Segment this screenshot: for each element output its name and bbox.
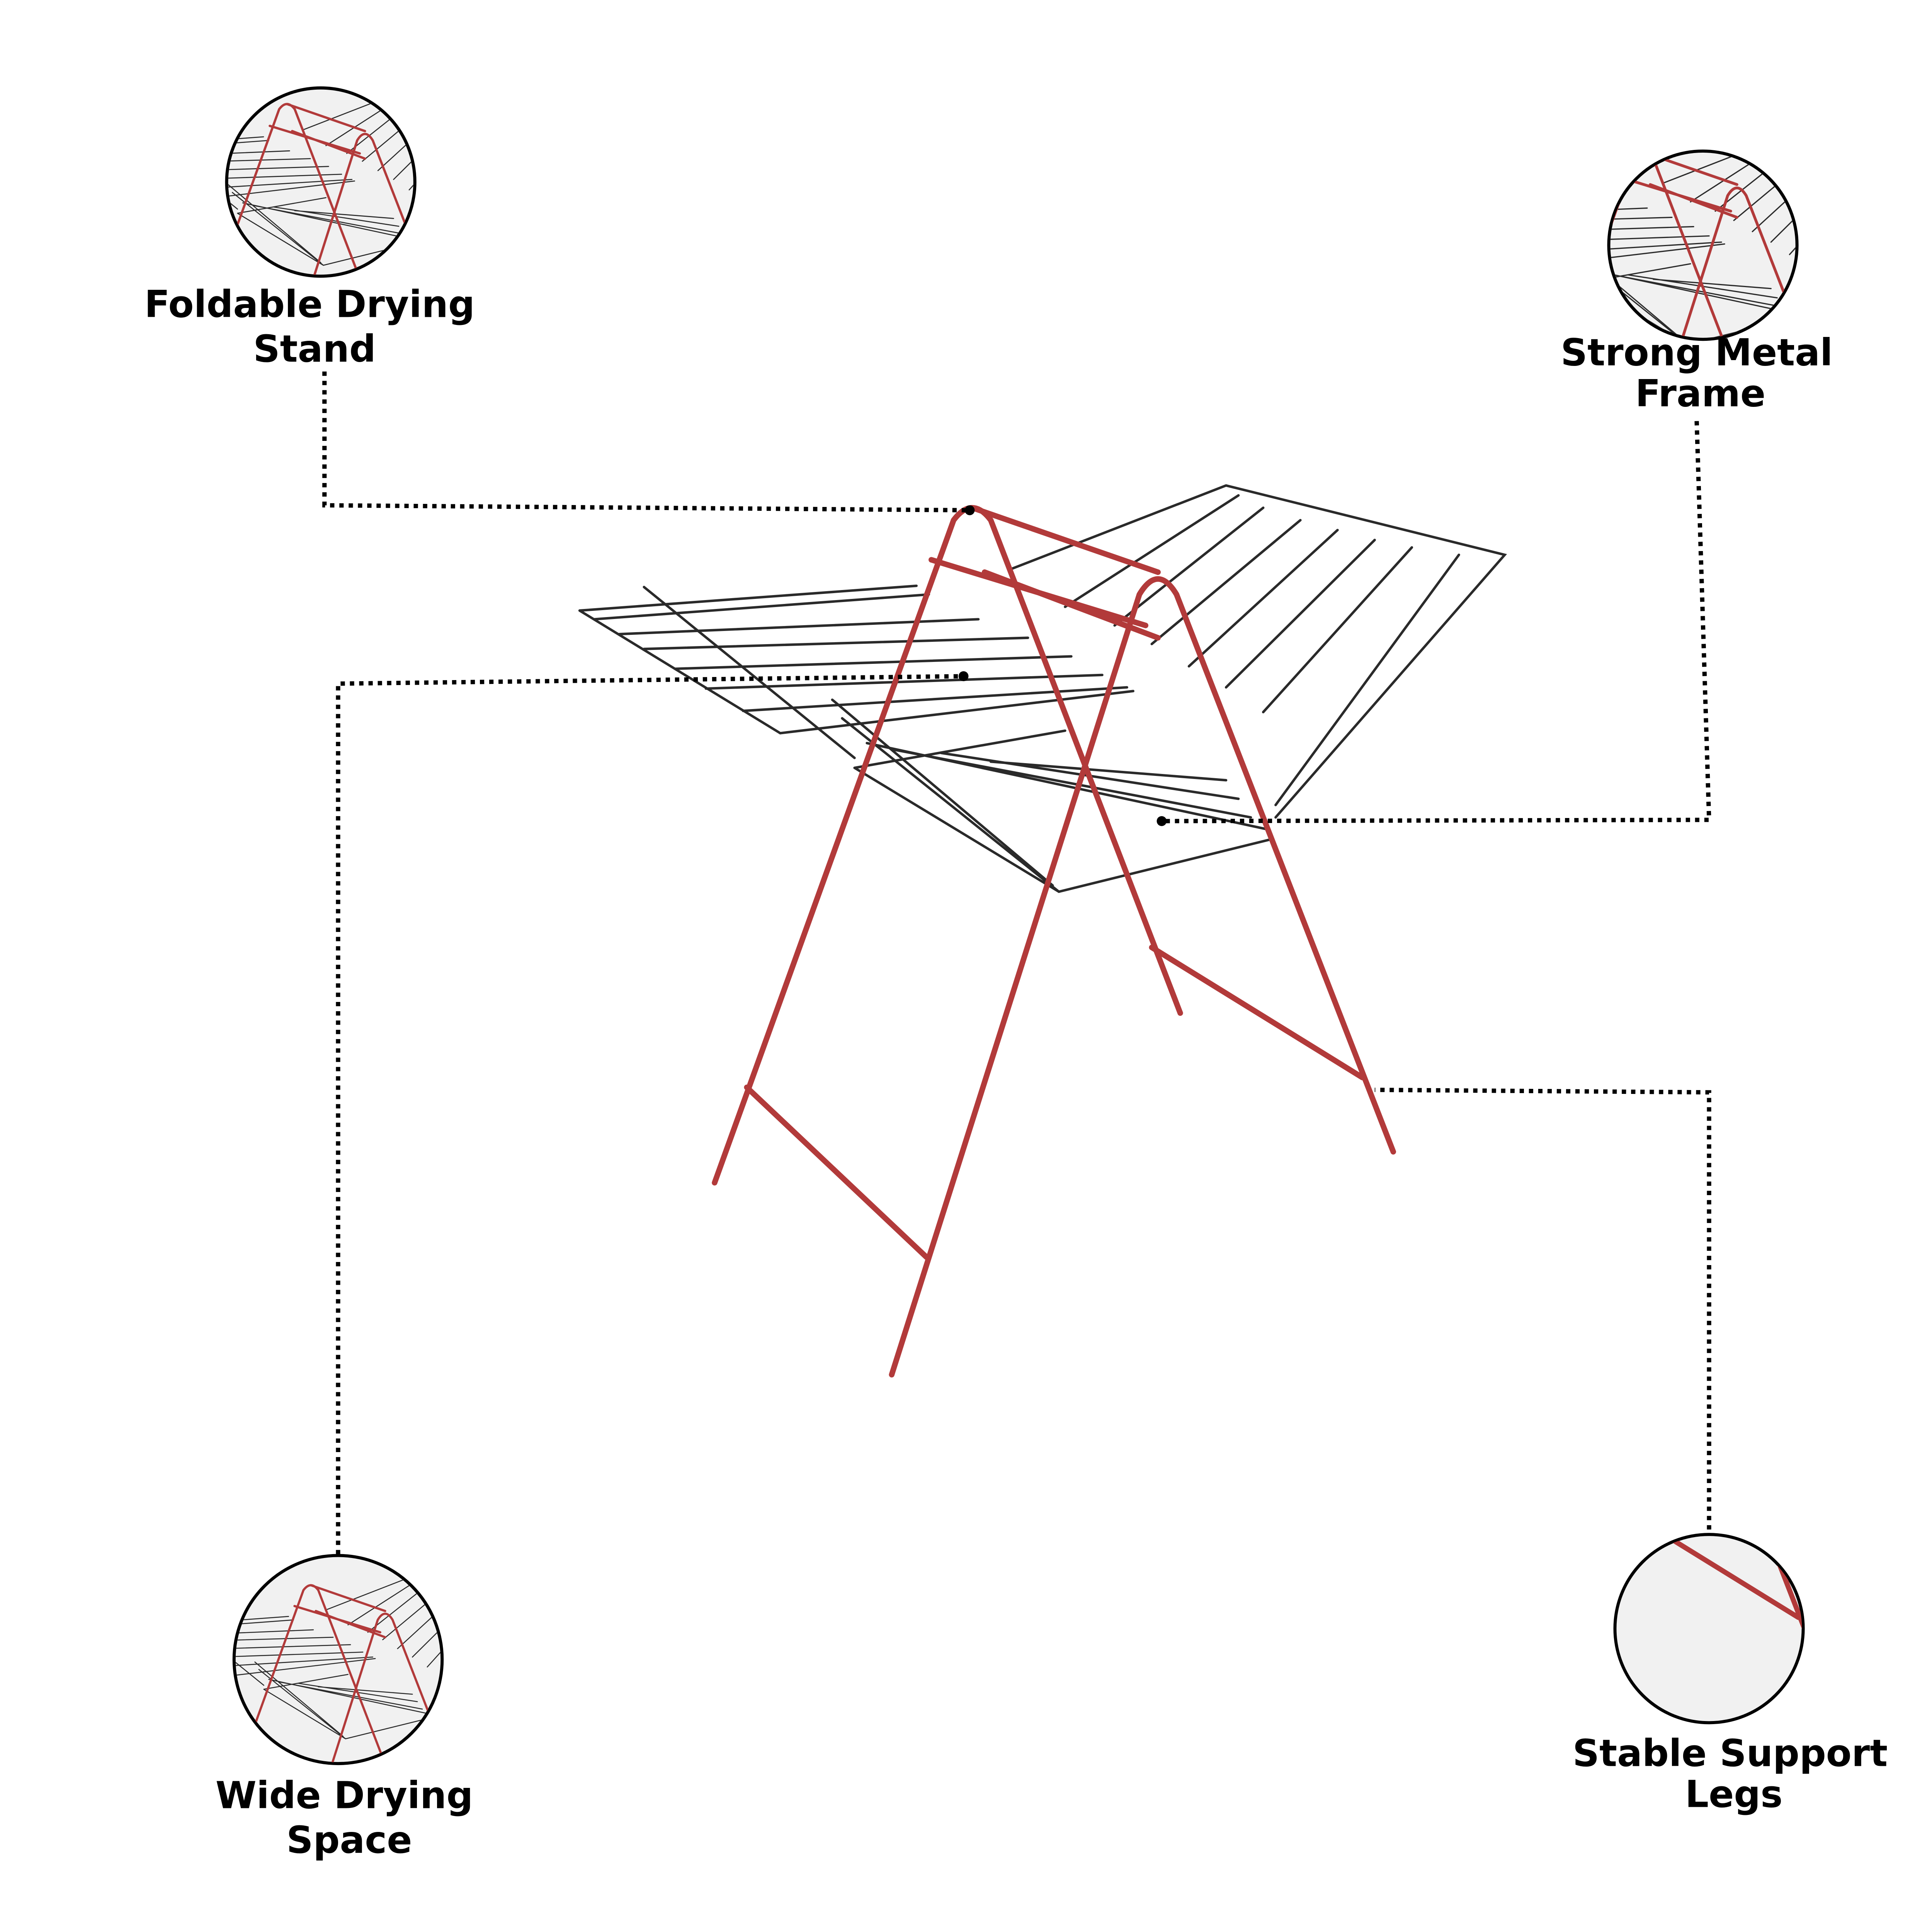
feature-title: Wide Drying	[216, 1774, 473, 1817]
feature-title: Stand	[253, 327, 376, 371]
feature-title: Strong Metal	[1561, 331, 1833, 374]
feature-stable-support-legs: Stable Support Legs	[1573, 1533, 1888, 1816]
feature-title: Frame	[1635, 372, 1765, 415]
feature-title: Space	[286, 1818, 412, 1862]
drying-rack-image	[580, 485, 1505, 1374]
thumbnail-circle	[1607, 150, 1799, 341]
leader-lines	[322, 371, 1711, 1554]
feature-wide-drying-space: Wide Drying Space	[216, 1554, 473, 1862]
feature-strong-metal-frame: Strong Metal Frame	[1561, 150, 1833, 415]
feature-title: Foldable Drying	[145, 283, 475, 326]
thumbnail-circle	[1613, 1533, 1805, 1725]
feature-foldable-drying-stand: Foldable Drying Stand	[145, 86, 475, 371]
feature-title: Legs	[1685, 1772, 1783, 1816]
feature-title: Stable Support	[1573, 1732, 1888, 1775]
